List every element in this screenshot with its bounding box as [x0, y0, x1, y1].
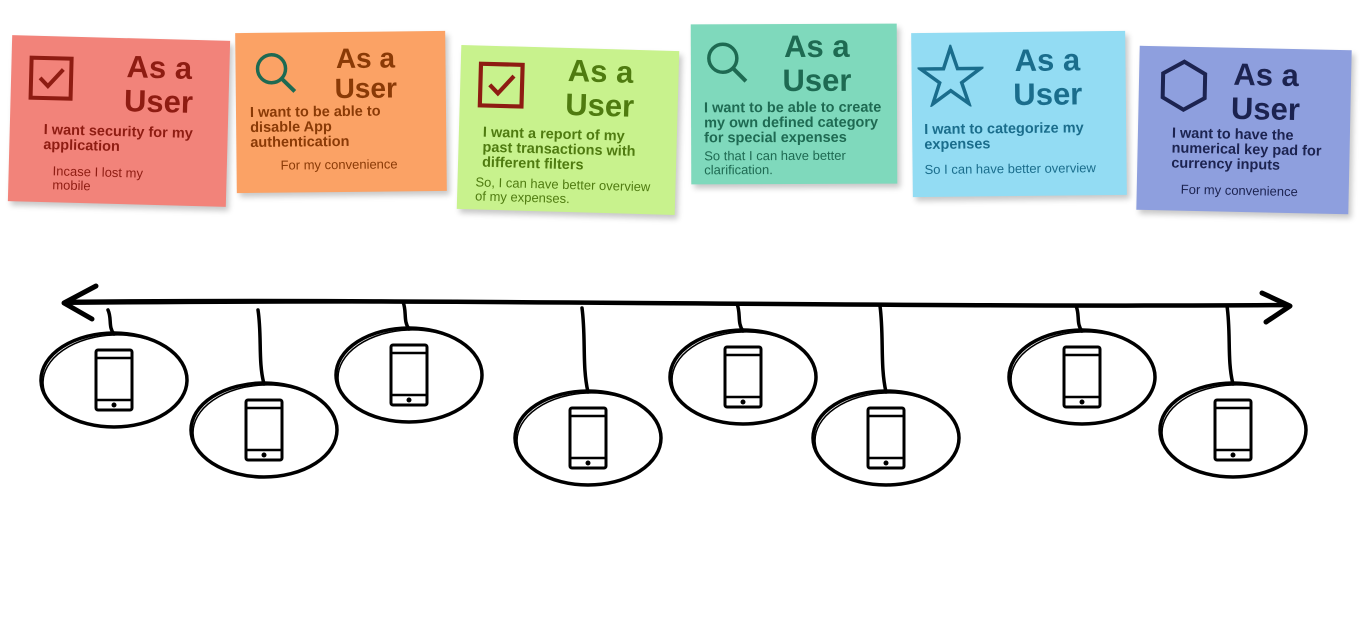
mobile-phone-icon	[244, 398, 284, 462]
node-connector	[580, 306, 590, 394]
double-headed-arrow	[61, 283, 1293, 325]
timeline-node	[811, 304, 961, 487]
search-icon	[255, 52, 297, 93]
node-connector	[1225, 304, 1235, 386]
mobile-phone-icon	[1213, 398, 1253, 462]
checkbox-icon	[477, 61, 525, 109]
timeline-node	[334, 300, 484, 424]
checkbox-icon	[28, 55, 74, 101]
star-icon	[917, 44, 984, 108]
mobile-phone-icon	[94, 348, 134, 412]
mobile-phone-icon	[866, 406, 906, 470]
node-connector	[401, 300, 411, 331]
timeline-node	[39, 308, 189, 429]
hexagon-icon	[1160, 59, 1208, 113]
node-connector	[106, 308, 116, 336]
timeline-node	[1158, 304, 1308, 479]
node-connector	[735, 302, 745, 333]
search-icon	[707, 42, 748, 83]
mobile-phone-icon	[568, 406, 608, 470]
mobile-phone-icon	[723, 345, 763, 409]
timeline-node	[668, 302, 818, 426]
node-connector	[1074, 304, 1084, 333]
mobile-phone-icon	[389, 343, 429, 407]
node-connector	[878, 304, 888, 394]
node-connector	[256, 308, 266, 386]
timeline-node	[513, 306, 663, 487]
mobile-phone-icon	[1062, 345, 1102, 409]
timeline-node	[1007, 304, 1157, 426]
timeline-node	[189, 308, 339, 479]
